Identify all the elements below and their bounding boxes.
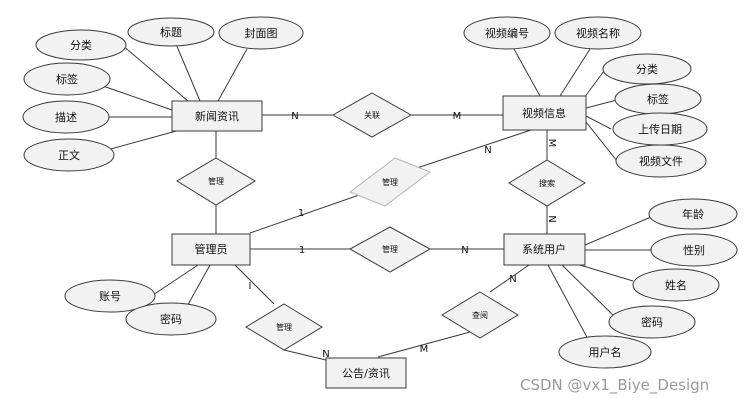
rel-search-label: 搜索	[539, 178, 555, 188]
attr-video-category[interactable]: 分类	[602, 53, 692, 85]
card-search-user: N	[546, 215, 557, 222]
attr-user-name[interactable]: 姓名	[632, 268, 720, 302]
edge-admin-noticerel	[234, 264, 275, 305]
entity-video-label: 视频信息	[522, 106, 566, 120]
entity-admin[interactable]: 管理员	[171, 233, 251, 266]
attr-video-no-label: 视频编号	[485, 26, 529, 40]
watermark: CSDN @vx1_Biye_Design	[520, 376, 710, 394]
edge-admin-account	[152, 264, 199, 296]
attr-news-title-label: 标题	[160, 25, 182, 39]
attr-user-gender-label: 性别	[683, 243, 705, 257]
attr-admin-pwd[interactable]: 密码	[125, 302, 217, 336]
attr-user-age-label: 年龄	[682, 207, 704, 221]
edge-news-body	[106, 129, 181, 151]
attr-video-no[interactable]: 视频编号	[463, 16, 551, 50]
attr-video-file[interactable]: 视频文件	[615, 144, 707, 178]
attr-video-date[interactable]: 上传日期	[612, 112, 708, 146]
entity-user-label: 系统用户	[522, 242, 566, 256]
attr-admin-pwd-label: 密码	[160, 312, 182, 326]
attr-news-cover-label: 封面图	[245, 26, 278, 40]
card-admin-user-1: 1	[299, 245, 305, 256]
edge-news-cover	[217, 48, 248, 102]
card-notice-admin-n: N	[322, 349, 329, 360]
edge-user-name	[579, 264, 634, 282]
attr-news-cover[interactable]: 封面图	[218, 16, 304, 50]
entity-video[interactable]: 视频信息	[502, 95, 587, 131]
card-admin-video-n: N	[484, 145, 491, 156]
attr-user-username[interactable]: 用户名	[558, 335, 652, 369]
rel-assoc-label: 关联	[364, 110, 380, 120]
entity-admin-label: 管理员	[195, 242, 228, 256]
edge-video-category	[583, 70, 605, 99]
attr-user-username-label: 用户名	[589, 345, 622, 359]
edge-news-category	[121, 44, 189, 102]
attr-user-name-label: 姓名	[665, 278, 687, 292]
edge-video-tag	[585, 99, 618, 109]
rel-admin-user[interactable]: 管理	[348, 226, 432, 273]
rel-search[interactable]: 搜索	[508, 159, 586, 207]
edge-video-file	[585, 121, 618, 162]
attr-video-category-label: 分类	[636, 62, 658, 76]
card-news-assoc: N	[291, 111, 298, 122]
edge-videorel-video	[416, 128, 535, 169]
entity-notice[interactable]: 公告/资讯	[325, 357, 407, 389]
entity-news-label: 新闻资讯	[195, 109, 239, 123]
entity-news[interactable]: 新闻资讯	[171, 100, 263, 132]
attr-user-pwd[interactable]: 密码	[608, 305, 696, 339]
rel-user-notice[interactable]: 查阅	[441, 291, 519, 339]
attr-news-category[interactable]: 分类	[35, 29, 127, 61]
edge-user-age	[584, 216, 652, 246]
rel-admin-news[interactable]: 管理	[176, 157, 256, 206]
rel-admin-user-label: 管理	[382, 244, 398, 254]
edge-news-title	[175, 43, 201, 102]
attr-news-desc[interactable]: 描述	[22, 100, 110, 134]
attr-video-tag[interactable]: 标签	[614, 83, 702, 115]
entity-user[interactable]: 系统用户	[503, 233, 586, 266]
edge-user-pwd	[561, 264, 615, 317]
attr-video-file-label: 视频文件	[639, 154, 683, 168]
edge-news-tag	[102, 85, 173, 111]
card-admin-notice-1: I	[249, 281, 252, 292]
attr-user-pwd-label: 密码	[641, 315, 663, 329]
card-video-search: M	[546, 139, 557, 148]
entity-notice-label: 公告/资讯	[342, 367, 390, 380]
rel-admin-news-label: 管理	[208, 176, 224, 186]
edge-noticerel-notice	[283, 349, 331, 362]
attr-admin-account-label: 账号	[99, 290, 121, 303]
rel-admin-video[interactable]: 管理	[348, 157, 432, 207]
rel-assoc[interactable]: 关联	[331, 92, 413, 138]
attr-user-age[interactable]: 年龄	[648, 198, 738, 230]
attr-video-tag-label: 标签	[647, 92, 669, 106]
attr-video-name-label: 视频名称	[576, 26, 620, 40]
edge-admin-videorel	[249, 193, 363, 234]
edge-readrel-user	[489, 264, 530, 293]
rel-user-notice-label: 查阅	[472, 310, 488, 320]
card-admin-user-n: N	[461, 245, 468, 256]
attr-admin-account[interactable]: 账号	[64, 279, 156, 313]
attr-news-desc-label: 描述	[55, 110, 77, 124]
rel-admin-video-label: 管理	[382, 177, 398, 187]
attr-news-body-label: 正文	[58, 148, 80, 162]
attr-news-tag-label: 标签	[56, 72, 78, 86]
attr-video-name[interactable]: 视频名称	[554, 16, 642, 50]
edge-notice-readrel	[377, 331, 471, 358]
edge-video-name	[559, 48, 591, 97]
attr-news-category-label: 分类	[70, 38, 92, 52]
attr-news-title[interactable]: 标题	[127, 17, 215, 47]
attr-video-date-label: 上传日期	[638, 123, 682, 136]
card-assoc-video: M	[453, 111, 462, 122]
card-admin-video-1: 1	[298, 208, 304, 219]
rel-admin-notice[interactable]: 管理	[245, 303, 323, 351]
edge-video-date	[585, 115, 612, 130]
attr-news-body[interactable]: 正文	[23, 138, 115, 172]
card-user-notice-n: N	[509, 274, 516, 285]
edge-user-username	[547, 264, 590, 342]
attr-user-gender[interactable]: 性别	[650, 233, 738, 267]
card-notice-user-m: M	[420, 344, 429, 355]
attr-news-tag[interactable]: 标签	[23, 62, 111, 96]
rel-admin-notice-label: 管理	[276, 322, 292, 332]
edge-video-no	[513, 48, 541, 97]
edge-admin-pwd	[184, 264, 211, 311]
